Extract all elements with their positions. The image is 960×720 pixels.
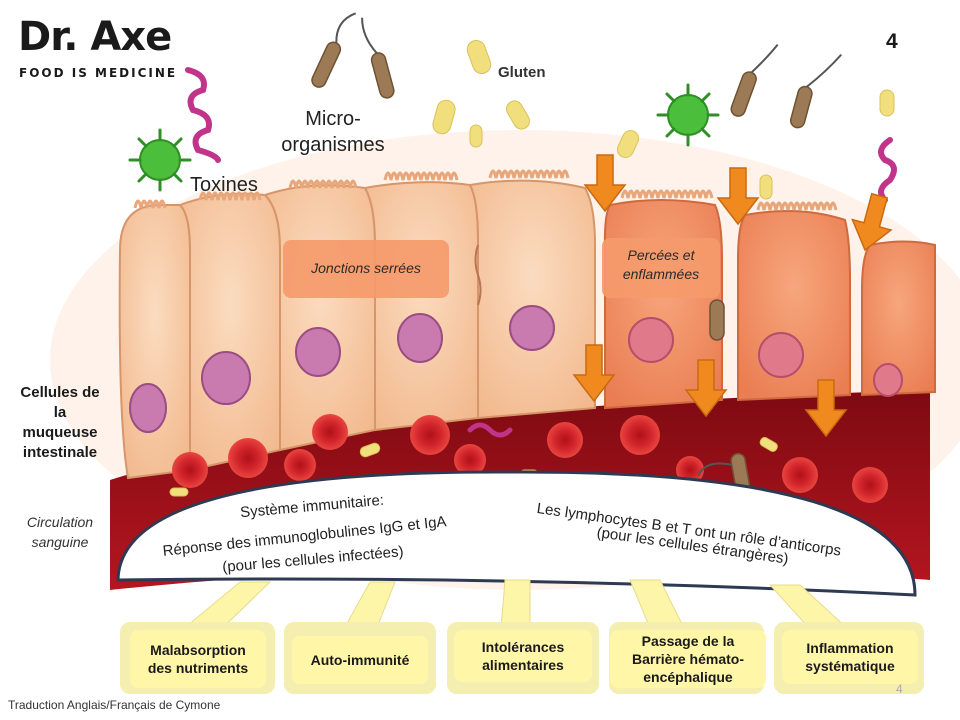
toxins-label: Toxines [190, 174, 258, 196]
tight-junctions-box [283, 240, 449, 298]
red-blood-cell [547, 422, 583, 458]
microorganism [789, 53, 843, 129]
blood-circulation-label: Circulation sanguine [10, 512, 110, 552]
cell-nucleus [628, 317, 674, 363]
red-blood-cells [172, 414, 888, 503]
red-blood-cell [172, 452, 208, 488]
brand-logo: Dr. Axe [18, 14, 172, 60]
cell-nucleus [201, 351, 251, 405]
cell [118, 204, 191, 480]
outcome-systemic-inflammation: Inflammation systématique [782, 630, 918, 684]
intestinal-mucosa-text: Cellules de la muqueuse intestinale [20, 384, 100, 461]
cell-nucleus [295, 327, 341, 377]
microorganism [311, 12, 357, 88]
translation-credit: Traduction Anglais/Français de Cymone [8, 698, 221, 712]
gluten-fragment [879, 89, 895, 117]
arrow [583, 154, 627, 213]
red-blood-cell [284, 449, 316, 481]
arrow [716, 167, 760, 226]
arrow [572, 344, 616, 403]
gluten-fragment [759, 436, 778, 452]
brand-tagline: FOOD IS MEDICINE [19, 66, 178, 80]
virus [128, 128, 192, 192]
slide-number: 4 [886, 30, 898, 53]
gluten-fragment [616, 130, 640, 158]
gluten-fragment [506, 100, 530, 130]
cell-nucleus [758, 332, 804, 378]
microorganism [361, 17, 395, 99]
intestinal-mucosa-label: Cellules de la muqueuse intestinale [12, 383, 108, 463]
outcome-malabsorption: Malabsorption des nutriments [130, 630, 266, 688]
microorganism [730, 44, 779, 117]
red-blood-cell [410, 415, 450, 455]
red-blood-cell [852, 467, 888, 503]
inflamed-leaks-label: Percées et enflammées [622, 247, 700, 282]
leak-arrows [572, 154, 893, 438]
tight-junctions-label: Jonctions serrées [311, 260, 421, 276]
gluten-fragment [359, 442, 381, 458]
cell-nucleus [397, 313, 443, 363]
arrow [804, 379, 848, 438]
red-blood-cell [676, 456, 704, 484]
microorganisms-label-line: Micro- organismes [281, 108, 385, 156]
gluten-fragment [759, 174, 773, 200]
outcome-blood-brain-barrier: Passage de la Barrière hémato- encéphali… [610, 630, 766, 688]
cell-nucleus [129, 383, 167, 433]
cell-nucleus [873, 363, 903, 397]
red-blood-cell [620, 415, 660, 455]
red-blood-cell [454, 444, 486, 476]
cell-nucleus [509, 305, 555, 351]
blood-circulation-text: Circulation sanguine [26, 514, 94, 550]
inflamed-leaks-box [602, 238, 720, 298]
toxin [878, 137, 897, 203]
gluten-fragment [169, 487, 189, 497]
red-blood-cell [312, 414, 348, 450]
gluten-fragment [469, 124, 483, 148]
gluten-label: Gluten [498, 64, 546, 81]
microorganisms-label: Micro- organismes [272, 106, 394, 158]
footer-page-number: 4 [896, 682, 903, 696]
gluten-fragment [432, 99, 456, 135]
cell [263, 184, 376, 452]
microvilli [133, 169, 838, 211]
cell [468, 179, 596, 420]
toxin [185, 67, 221, 163]
virus [656, 83, 720, 147]
cell-inflamed [861, 240, 936, 397]
microorganism [709, 299, 725, 341]
arrow [851, 192, 893, 252]
red-blood-cell [228, 438, 268, 478]
arrow [684, 359, 728, 418]
gluten-fragment [466, 39, 492, 75]
outcome-autoimmunity: Auto-immunité [292, 636, 428, 684]
outcome-food-intolerances: Intolérances alimentaires [454, 630, 592, 682]
cell [363, 181, 479, 432]
immune-system-panel [116, 470, 917, 597]
red-blood-cell [782, 457, 818, 493]
tight-junction [474, 244, 482, 306]
cell [178, 192, 281, 472]
toxin [467, 422, 513, 438]
